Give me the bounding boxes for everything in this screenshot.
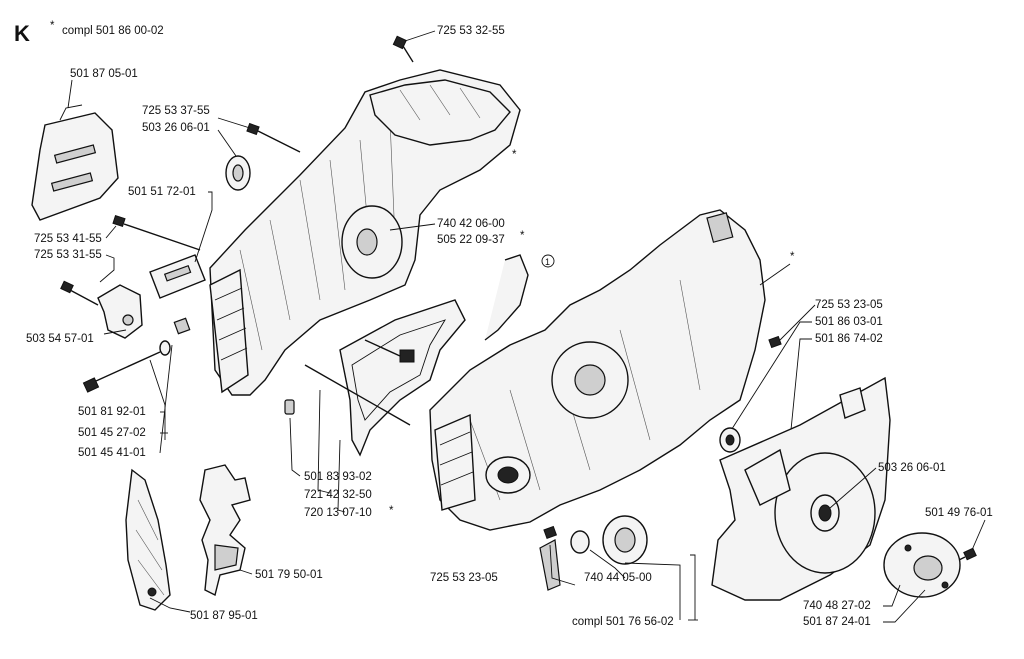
label-740-48-27-02: 740 48 27-02 [803,600,871,612]
label-721-42-32-50: 721 42 32-50 [304,489,372,501]
label-501-81-92-01: 501 81 92-01 [78,406,146,418]
label-501-49-76-01: 501 49 76-01 [925,507,993,519]
circled-one-reference: 1 [484,254,555,341]
label-740-44-05-00: 740 44 05-00 [584,572,652,584]
star-mark-crankcase: * [512,149,517,161]
label-501-86-03-01: 501 86 03-01 [815,316,883,328]
screw-725-53-41-55 [112,215,201,251]
compl-asterisk: * [50,20,55,32]
star-mark-720: * [389,505,394,517]
pinion-screw [539,525,561,591]
dowel-pins [284,364,411,426]
label-501-87-05-01: 501 87 05-01 [70,68,138,80]
crankcase-gasket [339,299,466,457]
label-501-87-95-01: 501 87 95-01 [190,610,258,622]
label-740-42-06-00: 740 42 06-00 [437,218,505,230]
spike-bumper [199,464,251,597]
label-503-54-57-01: 503 54 57-01 [26,333,94,345]
section-letter: K [14,21,30,46]
screw-725-53-23-05-right [768,335,782,349]
bar-bolt [82,317,191,393]
chain-guide-plate [31,104,119,221]
label-501-83-93-02: 501 83 93-02 [304,471,372,483]
chain-catcher [97,284,143,339]
label-501-79-50-01: 501 79 50-01 [255,569,323,581]
bearing-housing [570,515,648,565]
chain-guard-long [125,468,171,611]
left-crankcase-half [209,69,521,396]
label-501-87-24-01: 501 87 24-01 [803,616,871,628]
circled-one: 1 [545,257,550,267]
label-725-53-23-05-lower: 725 53 23-05 [430,572,498,584]
label-725-53-37-55: 725 53 37-55 [142,105,210,117]
label-501-86-74-02: 501 86 74-02 [815,333,883,345]
bolt-725-53-32-55 [392,35,414,63]
rubber-washer [719,427,741,453]
star-mark-505: * [520,230,525,242]
label-725-53-41-55: 725 53 41-55 [34,233,102,245]
screw-725-53-31-55 [60,280,99,306]
label-720-13-07-10: 720 13 07-10 [304,507,372,519]
label-725-53-32-55: 725 53 32-55 [437,25,505,37]
screw-725-53-37-55 [246,122,301,153]
compl-note: compl 501 86 00-02 [62,25,164,37]
label-505-22-09-37: 505 22 09-37 [437,234,505,246]
label-503-26-06-01-right: 503 26 06-01 [878,462,946,474]
label-725-53-31-55: 725 53 31-55 [34,249,102,261]
clutch-side-cover [711,376,891,601]
label-501-45-27-02: 501 45 27-02 [78,427,146,439]
bracket-501-51-72-01 [149,254,206,299]
oil-pump-cover [883,532,961,598]
label-503-26-06-01-left: 503 26 06-01 [142,122,210,134]
label-compl-501-76-56-02: compl 501 76 56-02 [572,616,674,628]
bolt-small-centre [364,339,415,363]
label-725-53-23-05-right: 725 53 23-05 [815,299,883,311]
label-501-45-41-01: 501 45 41-01 [78,447,146,459]
right-crankcase-half [429,209,766,531]
seal-ring-left [225,155,251,191]
label-501-51-72-01: 501 51 72-01 [128,186,196,198]
star-mark-right-case: * [790,251,795,263]
